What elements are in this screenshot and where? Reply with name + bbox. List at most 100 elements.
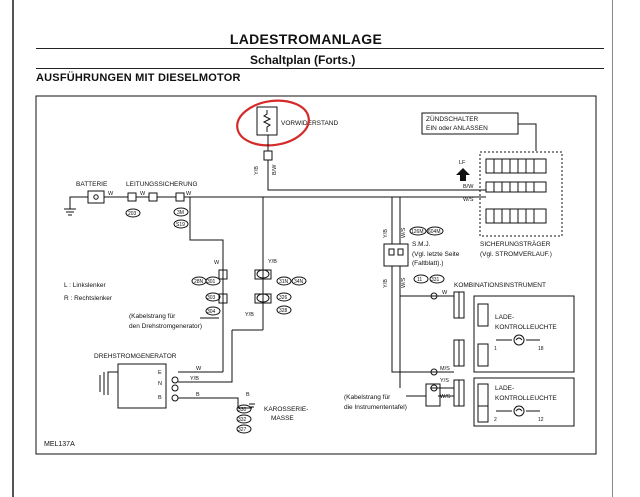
page-subtitle: Schaltplan (Forts.) <box>250 53 356 67</box>
code-28: 28N <box>194 279 204 285</box>
wire-trunk-left <box>232 197 264 331</box>
sicherungstraeger-box <box>479 151 563 237</box>
code-s19: S19 <box>176 222 185 228</box>
wire-to-kombi <box>430 295 454 397</box>
battery-icon <box>87 190 105 204</box>
generator-body <box>117 363 167 409</box>
wire-label-ws: W/S <box>463 197 474 203</box>
lade1-label-2: KONTROLLEUCHTE <box>495 324 557 331</box>
smj-connector <box>383 243 409 267</box>
drehstromgenerator-label: DREHSTROMGENERATOR <box>94 353 177 360</box>
smj-label-3: (Faltblatt).) <box>412 260 443 267</box>
code-332: 332 <box>238 417 247 423</box>
conn-e: E <box>158 370 162 376</box>
title-rule <box>36 48 604 49</box>
code-304: 304 <box>207 309 216 315</box>
wire-label-yb-smj-low: Y/B <box>383 279 389 288</box>
code-3m: 3M <box>177 210 184 216</box>
kombi-connectors <box>453 291 465 407</box>
pin-1: 1 <box>494 346 497 352</box>
pin-2: 2 <box>494 417 497 423</box>
pin-12: 12 <box>538 417 544 423</box>
fuse-row-top <box>485 158 547 174</box>
lade2-label-1: LADE- <box>495 385 514 392</box>
wire-smj-down <box>391 266 430 388</box>
vorwiderstand-resistor <box>256 106 278 136</box>
wire-smj-vertical <box>391 197 401 244</box>
kombi-inner-connectors <box>477 303 489 423</box>
battery-ground-wire <box>64 196 88 216</box>
code-11: 11 <box>417 277 422 283</box>
zuendschalter-leader <box>518 123 537 151</box>
conn-b: B <box>158 395 162 401</box>
smj-pin-2 <box>397 248 404 256</box>
wire-top-bw <box>267 160 486 191</box>
code-327: 327 <box>238 427 247 433</box>
kombi-wire-connectors <box>425 292 441 407</box>
kombi-box-top <box>473 295 575 373</box>
code-328: 328 <box>279 308 288 314</box>
section-heading: AUSFÜHRUNGEN MIT DIESELMOTOR <box>36 72 241 84</box>
code-34: 34N <box>294 279 304 285</box>
vorwiderstand-label: VORWIDERSTAND <box>281 120 338 127</box>
karosserie-label-1: KAROSSERIE- <box>264 406 308 413</box>
sicherungstraeger-label-2: (Vgl. STROMVERLAUF.) <box>480 251 552 258</box>
wire-label-w-f2: W <box>186 191 192 197</box>
wire-label-yb-low: Y/B <box>245 312 254 318</box>
fuse-row-mid <box>485 181 547 193</box>
kombi-box-bottom <box>473 377 575 427</box>
code-203: 203 <box>128 211 137 217</box>
code-326: 326 <box>279 295 288 301</box>
kabel-dreh-label-2: den Drehstromgenerator) <box>129 323 202 330</box>
wire-label-w-bat: W <box>108 191 114 197</box>
subtitle-rule <box>36 68 604 69</box>
smj-pin-1 <box>388 248 395 256</box>
fuse-link-2 <box>148 192 158 202</box>
wire-label-w-kombi: W <box>442 290 448 296</box>
wire-label-b-gen: B <box>196 392 200 398</box>
kombi-label: KOMBINATIONSINSTRUMENT <box>454 282 546 289</box>
wire-label-yb-gen: Y/B <box>190 376 199 382</box>
lamp-icon <box>513 334 525 346</box>
conn-n: N <box>158 381 162 387</box>
wire-label-ws-kombi: W/S <box>440 394 451 400</box>
trunk-connectors <box>218 269 272 304</box>
connector-code <box>125 207 189 229</box>
lf-label: LF <box>459 160 466 166</box>
wire-label-b: B <box>246 392 250 398</box>
generator-codes <box>236 404 252 434</box>
batterie-label: BATTERIE <box>76 181 108 188</box>
page-edge-right <box>612 0 613 497</box>
code-330: 330 <box>238 407 247 413</box>
pin-18: 18 <box>538 346 544 352</box>
code-301: 301 <box>207 279 216 285</box>
sicherungstraeger-label-1: SICHERUNGSTRÄGER <box>480 240 551 248</box>
wire-label-yb-smj: Y/B <box>383 229 389 238</box>
leitungssicherung-label: LEITUNGSSICHERUNG <box>126 181 198 188</box>
fuse-link-1 <box>127 192 137 202</box>
code-331: 331 <box>431 277 440 283</box>
zuendschalter-label-2: EIN oder ANLASSEN <box>426 125 488 132</box>
lade1-label-1: LADE- <box>495 314 514 321</box>
highlight-circle <box>236 99 310 147</box>
code-126: 126M <box>411 229 424 235</box>
trunk-codes <box>191 276 307 316</box>
lamp-icon-2 <box>513 405 525 417</box>
wire-label-ms: M/S <box>440 366 450 372</box>
lamp-filament <box>515 337 523 341</box>
wire-label-bw: B/W <box>463 184 474 190</box>
lade2-label-2: KONTROLLEUCHTE <box>495 395 557 402</box>
wire-label-w-gen: W <box>196 366 202 372</box>
battery-terminal <box>93 194 99 200</box>
wire-label-ws-smj: W/S <box>401 227 407 238</box>
smj-codes <box>409 226 445 284</box>
kabel-instr-label-2: die Instrumententafel) <box>344 404 407 411</box>
code-604: 604M <box>428 229 441 235</box>
figure-code: MEL137A <box>44 441 75 448</box>
zuendschalter-label-1: ZÜNDSCHALTER <box>426 115 479 123</box>
fuse-link-3 <box>175 192 185 202</box>
wire-label-ys: Y/S <box>440 378 449 384</box>
code-303: 303 <box>207 295 216 301</box>
page-title: LADESTROMANLAGE <box>229 31 383 47</box>
